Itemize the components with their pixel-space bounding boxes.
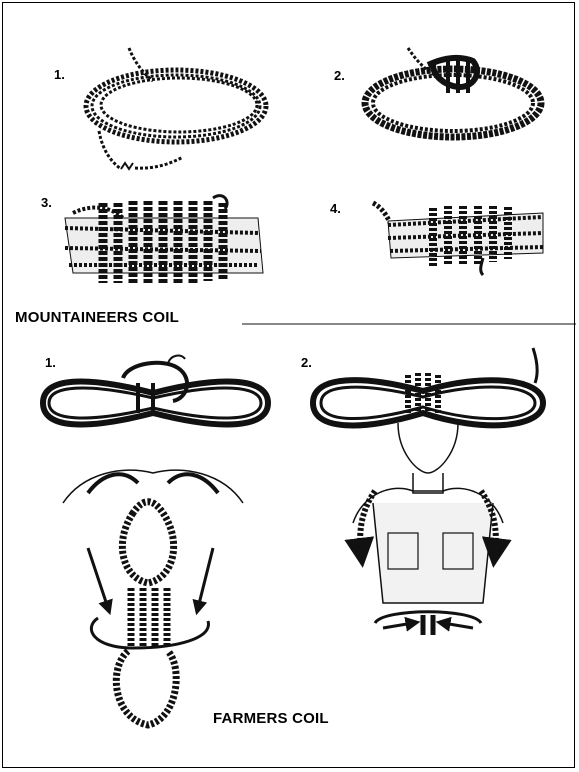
farmer-step-1-label: 1. xyxy=(45,355,56,370)
mountaineer-step-4-label: 4. xyxy=(330,201,341,216)
mountaineer-step-2-label: 2. xyxy=(334,68,345,83)
farmer-shoulder-loop xyxy=(63,470,243,725)
mountaineer-step-1-label: 1. xyxy=(54,67,65,82)
farmer-person-wearing-coil xyxy=(353,423,503,635)
farmer-step-2-label: 2. xyxy=(301,355,312,370)
farmers-coil-title: FARMERS COIL xyxy=(213,710,329,727)
mountaineer-step3-wrapped-coil xyxy=(65,196,263,285)
mountaineer-step2-coil xyxy=(365,48,541,137)
mountaineer-step1-coil xyxy=(86,48,266,169)
farmer-step2-coil xyxy=(313,348,543,425)
mountaineers-coil-title: MOUNTAINEERS COIL xyxy=(15,309,179,326)
illustration-canvas xyxy=(3,3,576,769)
mountaineer-step-3-label: 3. xyxy=(41,195,52,210)
farmer-step1-coil xyxy=(43,356,268,425)
mountaineer-step4-finished-coil xyxy=(373,203,543,275)
